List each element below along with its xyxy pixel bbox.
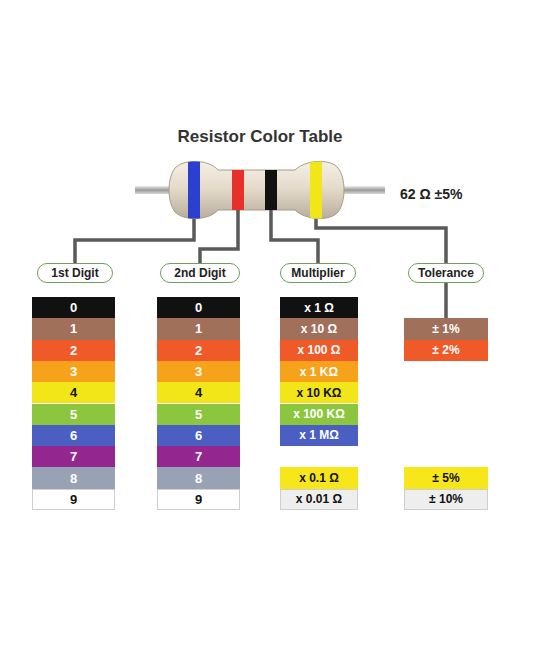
cell-text: ± 10% <box>429 492 463 506</box>
digit-cell: 7 <box>157 446 240 467</box>
digit-cell: 4 <box>157 382 240 403</box>
connector-line <box>444 283 448 318</box>
tolerance-cell: ± 1% <box>404 318 488 339</box>
cell-text: 0 <box>195 300 202 315</box>
header-oval: 1st Digit <box>37 263 113 283</box>
color-band <box>310 150 322 230</box>
digit-cell: 4 <box>32 382 115 403</box>
multiplier-cell: x 1 MΩ <box>280 425 358 446</box>
digit-cell: 2 <box>157 340 240 361</box>
tolerance-cell: ± 5% <box>404 467 488 488</box>
digit-cell: 3 <box>157 361 240 382</box>
cell-text: 7 <box>195 449 202 464</box>
cell-text: 5 <box>70 407 77 422</box>
cell-text: 6 <box>195 428 202 443</box>
leader-line <box>75 219 194 263</box>
cell-text: 4 <box>70 385 77 400</box>
multiplier-cell: x 100 KΩ <box>280 404 358 425</box>
cell-text: 8 <box>70 471 77 486</box>
cell-text: 6 <box>70 428 77 443</box>
cell-text: x 0.1 Ω <box>299 471 339 485</box>
header-oval: 2nd Digit <box>160 263 240 283</box>
tolerance-cell: ± 2% <box>404 340 488 361</box>
digit-cell: 8 <box>157 467 240 488</box>
cell-text: 2 <box>70 343 77 358</box>
color-band <box>188 150 200 230</box>
cell-text: 1 <box>70 321 77 336</box>
cell-text: ± 5% <box>432 471 459 485</box>
cell-text: 7 <box>70 449 77 464</box>
cell-text: 2 <box>195 343 202 358</box>
cell-text: 1 <box>195 321 202 336</box>
cell-text: 9 <box>195 492 202 507</box>
digit-cell: 9 <box>157 489 240 510</box>
leader-line <box>271 210 318 263</box>
digit-cell: 1 <box>32 318 115 339</box>
header-text: Tolerance <box>418 266 474 280</box>
cell-text: 3 <box>195 364 202 379</box>
cell-text: x 10 Ω <box>301 322 337 336</box>
leader-line <box>200 210 238 263</box>
digit-cell: 0 <box>157 297 240 318</box>
value-label: 62 Ω ±5% <box>400 186 463 202</box>
header-oval: Tolerance <box>408 263 484 283</box>
multiplier-cell: x 10 KΩ <box>280 382 358 403</box>
header-oval: Multiplier <box>280 263 356 283</box>
multiplier-cell: x 1 Ω <box>280 297 358 318</box>
digit-cell: 6 <box>32 425 115 446</box>
cell-text: ± 2% <box>432 343 459 357</box>
cell-text: x 0.01 Ω <box>296 492 342 506</box>
digit-cell: 6 <box>157 425 240 446</box>
cell-text: 4 <box>195 385 202 400</box>
digit-cell: 0 <box>32 297 115 318</box>
multiplier-cell: x 1 KΩ <box>280 361 358 382</box>
cell-text: 8 <box>195 471 202 486</box>
digit-cell: 5 <box>32 404 115 425</box>
tolerance-cell: ± 10% <box>404 489 488 510</box>
cell-text: x 1 KΩ <box>300 365 338 379</box>
digit-cell: 8 <box>32 467 115 488</box>
digit-cell: 1 <box>157 318 240 339</box>
digit-cell: 3 <box>32 361 115 382</box>
cell-text: x 1 Ω <box>304 301 334 315</box>
cell-text: x 1 MΩ <box>299 428 339 442</box>
multiplier-cell: x 10 Ω <box>280 318 358 339</box>
cell-text: x 100 Ω <box>298 343 341 357</box>
digit-cell: 7 <box>32 446 115 467</box>
leader-line <box>316 219 446 263</box>
multiplier-cell: x 100 Ω <box>280 340 358 361</box>
cell-text: 0 <box>70 300 77 315</box>
multiplier-cell: x 0.01 Ω <box>280 489 358 510</box>
header-text: 2nd Digit <box>174 266 225 280</box>
digit-cell: 9 <box>32 489 115 510</box>
cell-text: x 10 KΩ <box>297 386 342 400</box>
digit-cell: 5 <box>157 404 240 425</box>
multiplier-cell: x 0.1 Ω <box>280 467 358 488</box>
cell-text: 9 <box>70 492 77 507</box>
cell-text: 5 <box>195 407 202 422</box>
header-text: 1st Digit <box>51 266 98 280</box>
cell-text: 3 <box>70 364 77 379</box>
diagram-title: Resistor Color Table <box>0 127 520 147</box>
header-text: Multiplier <box>291 266 344 280</box>
digit-cell: 2 <box>32 340 115 361</box>
cell-text: ± 1% <box>432 322 459 336</box>
cell-text: x 100 KΩ <box>293 407 345 421</box>
